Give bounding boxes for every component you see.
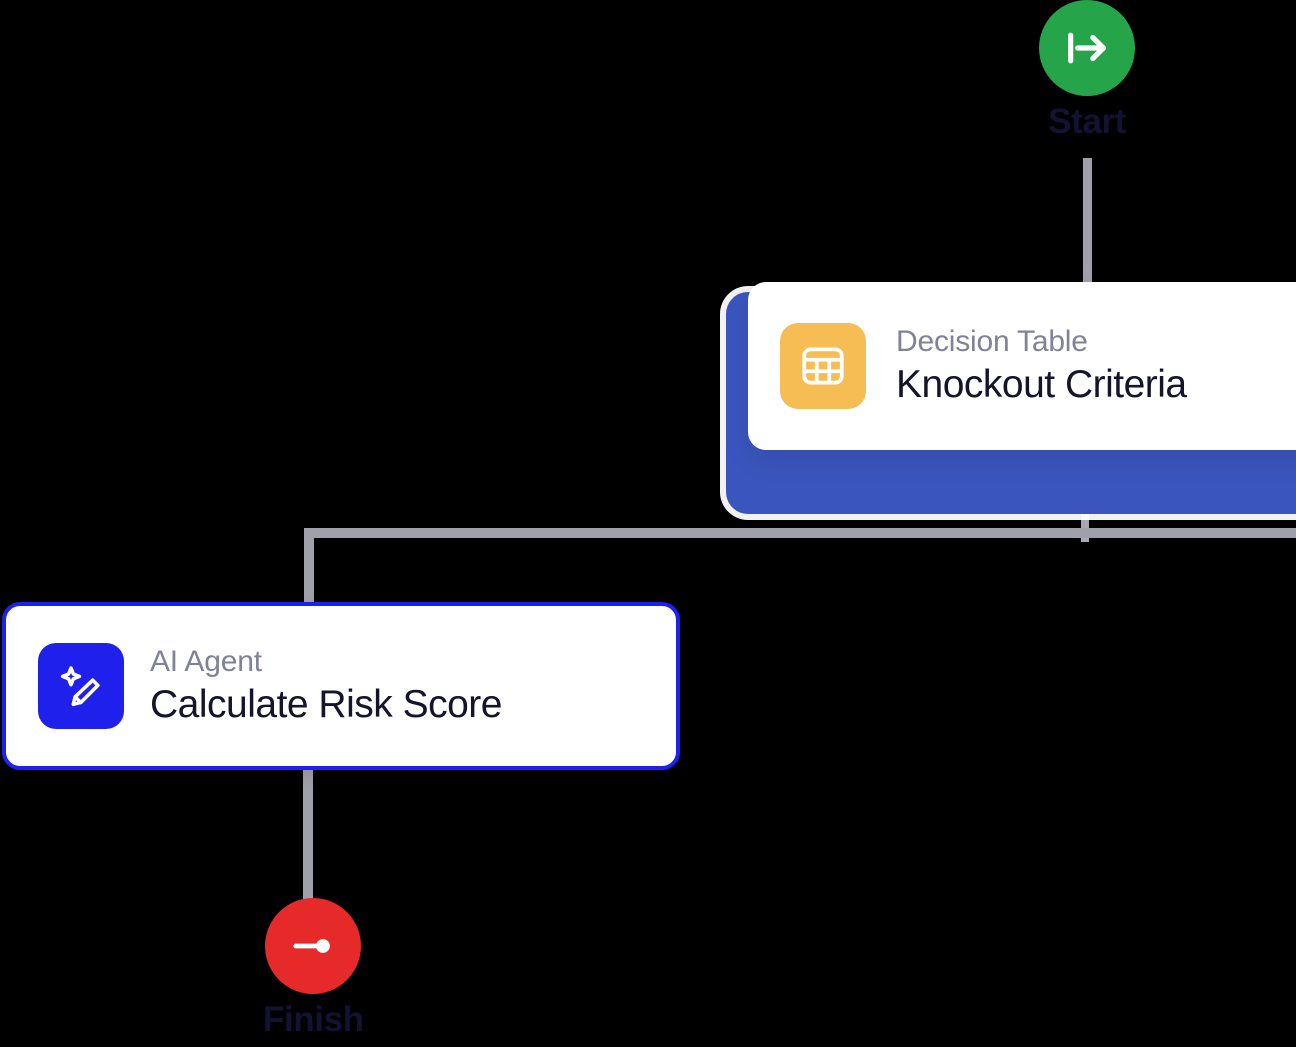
connector-branch-horizontal[interactable]	[304, 528, 1296, 538]
node-decision-table[interactable]: Decision Table Knockout Criteria	[748, 282, 1296, 450]
finish-node-label: Finish	[263, 1000, 364, 1039]
start-arrow-icon	[1068, 32, 1106, 64]
ai-agent-subtitle: AI Agent	[150, 645, 262, 679]
end-dot-icon	[293, 939, 331, 953]
node-ai-agent[interactable]: AI Agent Calculate Risk Score	[2, 602, 680, 770]
connector-branch-to-ai-agent[interactable]	[304, 528, 314, 604]
start-node-label: Start	[1048, 102, 1126, 141]
connector-start-to-decision-table[interactable]	[1083, 158, 1092, 282]
node-start[interactable]: Start	[1039, 0, 1135, 139]
node-finish[interactable]: Finish	[263, 898, 364, 1037]
connector-ai-agent-to-finish[interactable]	[303, 766, 313, 914]
finish-node-circle[interactable]	[265, 898, 362, 994]
ai-agent-icon-tile	[38, 643, 124, 729]
decision-table-icon-tile	[780, 323, 866, 409]
decision-table-subtitle: Decision Table	[896, 325, 1088, 359]
ai-agent-title: Calculate Risk Score	[150, 682, 502, 726]
ai-agent-text-block: AI Agent Calculate Risk Score	[150, 643, 502, 728]
table-grid-icon	[802, 347, 844, 385]
decision-table-text-block: Decision Table Knockout Criteria	[896, 323, 1187, 408]
decision-table-title: Knockout Criteria	[896, 362, 1187, 406]
magic-wand-icon	[60, 666, 100, 707]
start-node-circle[interactable]	[1039, 0, 1135, 96]
